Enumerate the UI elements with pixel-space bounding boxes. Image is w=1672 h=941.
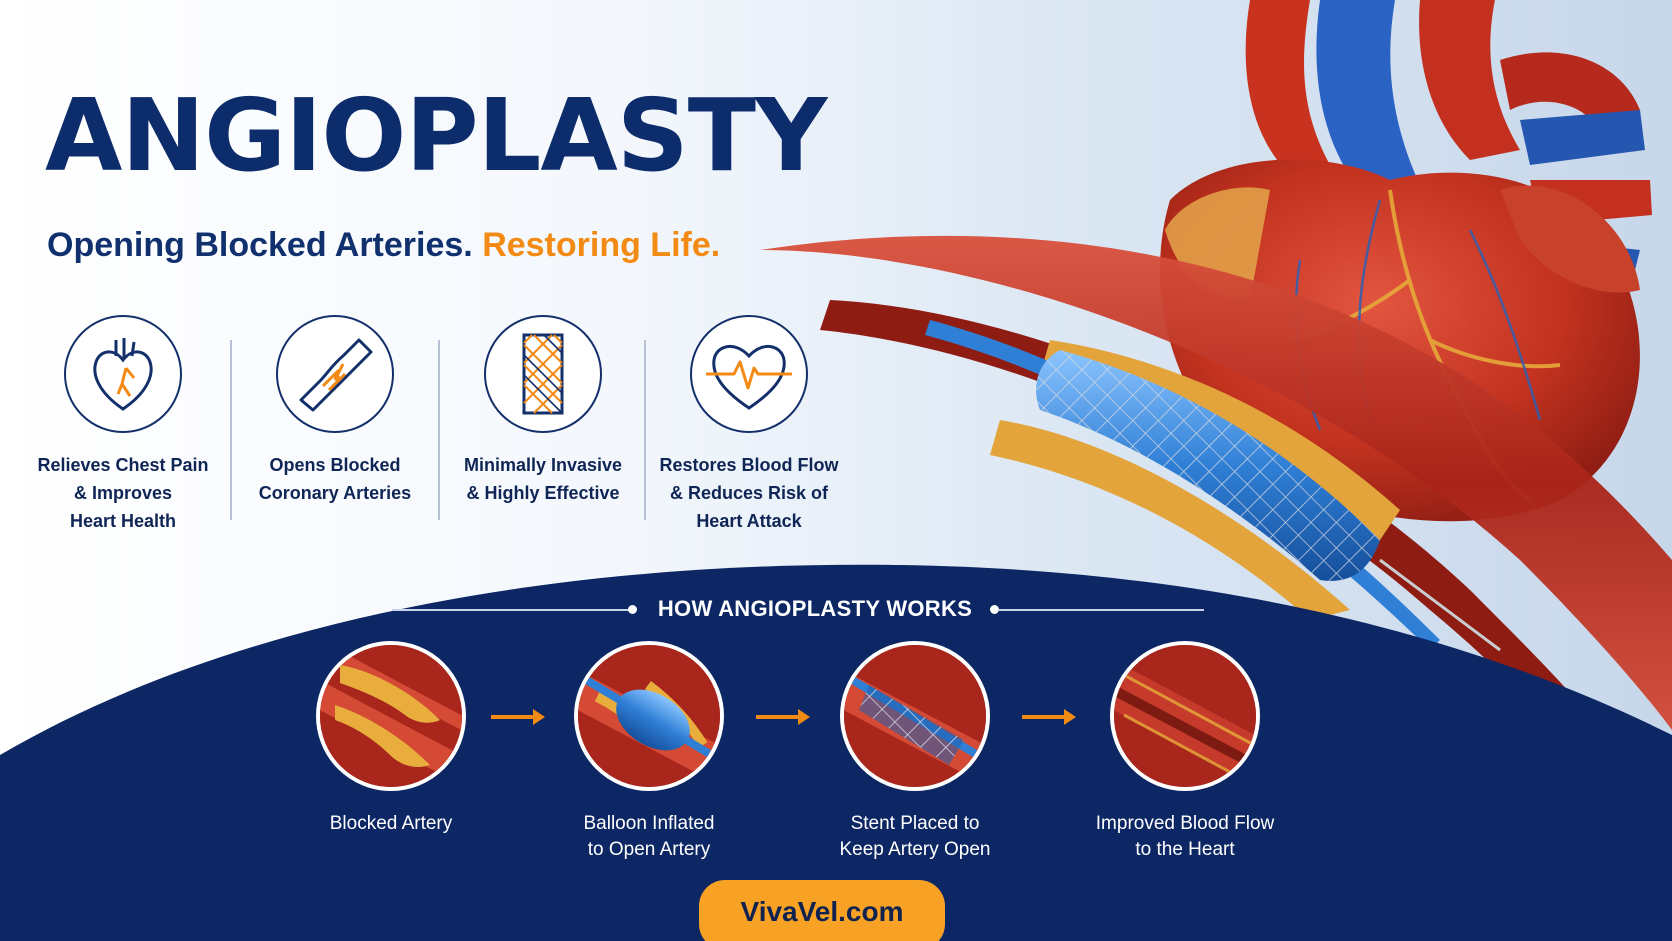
step-stent-placed: Stent Placed to Keep Artery Open xyxy=(795,641,1035,863)
benefit-icon-circle xyxy=(64,315,182,433)
step-caption-line: Stent Placed to xyxy=(850,813,980,834)
step-caption: Stent Placed to Keep Artery Open xyxy=(795,811,1035,863)
step-caption: Improved Blood Flow to the Heart xyxy=(1065,811,1305,863)
benefit-divider xyxy=(438,340,440,520)
benefit-icon-circle xyxy=(276,315,394,433)
blocked-artery-icon xyxy=(299,338,373,412)
step-caption-line: to the Heart xyxy=(1135,839,1235,860)
arrow-right-icon xyxy=(1022,709,1076,725)
step-caption-line: Balloon Inflated xyxy=(583,813,715,834)
benefit-line: Heart Attack xyxy=(696,511,802,531)
benefit-line: & Highly Effective xyxy=(466,483,620,503)
subtitle-accent: Restoring Life. xyxy=(482,226,721,264)
benefit-line: Heart Health xyxy=(69,511,177,531)
step-balloon-inflated: Balloon Inflated to Open Artery xyxy=(529,641,769,863)
benefit-opens-arteries: Opens Blocked Coronary Arteries xyxy=(235,315,435,507)
benefit-restores-blood-flow: Restores Blood Flow & Reduces Risk of He… xyxy=(649,315,849,535)
benefit-divider xyxy=(644,340,646,520)
website-link-button[interactable]: VivaVel.com xyxy=(699,880,945,941)
step-image xyxy=(574,641,724,791)
heading-rule-dot xyxy=(990,605,999,614)
benefit-icon-circle xyxy=(690,315,808,433)
step-caption-line: to Open Artery xyxy=(587,839,711,860)
benefit-label: Minimally Invasive & Highly Effective xyxy=(443,451,643,507)
benefit-icon-circle xyxy=(484,315,602,433)
clear-artery-illustration xyxy=(1114,645,1256,787)
benefit-line: Restores Blood Flow xyxy=(659,455,839,475)
stent-illustration xyxy=(844,645,986,787)
benefit-minimally-invasive: Minimally Invasive & Highly Effective xyxy=(443,315,643,507)
heartbeat-icon xyxy=(706,345,792,410)
step-improved-flow: Improved Blood Flow to the Heart xyxy=(1065,641,1305,863)
step-image xyxy=(1110,641,1260,791)
heading-rule-left xyxy=(392,609,632,611)
benefit-divider xyxy=(230,340,232,520)
subtitle-primary: Opening Blocked Arteries. xyxy=(47,226,473,264)
benefit-line: Minimally Invasive xyxy=(463,455,623,475)
heading-rule-right xyxy=(998,609,1204,611)
benefit-chest-pain: Relieves Chest Pain & Improves Heart Hea… xyxy=(23,315,223,535)
heading-rule-dot xyxy=(628,605,637,614)
step-caption-line: Blocked Artery xyxy=(329,813,453,834)
step-caption: Balloon Inflated to Open Artery xyxy=(529,811,769,863)
page-subtitle: Opening Blocked Arteries. Restoring Life… xyxy=(47,226,720,265)
step-image xyxy=(840,641,990,791)
benefit-label: Opens Blocked Coronary Arteries xyxy=(235,451,435,507)
how-it-works-heading: HOW ANGIOPLASTY WORKS xyxy=(657,596,973,621)
step-caption: Blocked Artery xyxy=(271,811,511,837)
hospital-background xyxy=(860,0,1672,560)
benefit-label: Relieves Chest Pain & Improves Heart Hea… xyxy=(23,451,223,535)
benefit-line: & Reduces Risk of xyxy=(669,483,829,503)
benefit-line: Coronary Arteries xyxy=(258,483,412,503)
benefit-line: Opens Blocked xyxy=(269,455,401,475)
benefit-line: & Improves xyxy=(73,483,173,503)
heart-anatomy-icon xyxy=(93,338,153,411)
step-caption-line: Keep Artery Open xyxy=(839,839,991,860)
blocked-artery-illustration xyxy=(320,645,462,787)
arrow-right-icon xyxy=(756,709,810,725)
step-image xyxy=(316,641,466,791)
benefit-label: Restores Blood Flow & Reduces Risk of He… xyxy=(649,451,849,535)
balloon-illustration xyxy=(578,645,720,787)
stent-mesh-icon xyxy=(522,333,564,415)
page-title: ANGIOPLASTY xyxy=(45,77,827,194)
benefit-line: Relieves Chest Pain xyxy=(37,455,209,475)
arrow-right-icon xyxy=(491,709,545,725)
step-caption-line: Improved Blood Flow xyxy=(1095,813,1275,834)
step-blocked-artery: Blocked Artery xyxy=(271,641,511,837)
